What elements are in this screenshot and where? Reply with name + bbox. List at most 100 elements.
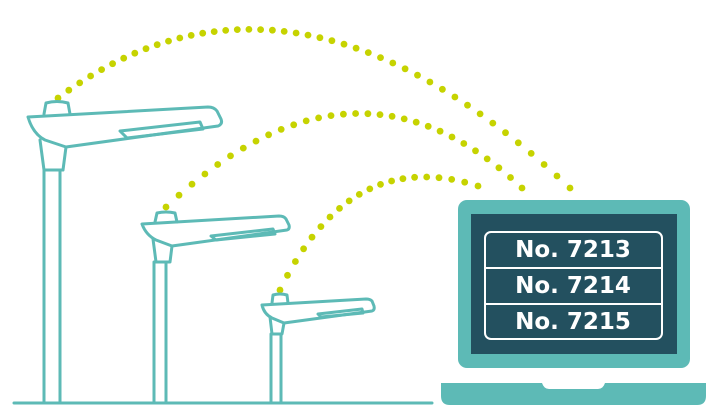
lamp-light-panel xyxy=(118,120,205,140)
signal-dot xyxy=(257,26,264,33)
signal-arc-medium xyxy=(162,110,526,211)
signal-dot xyxy=(245,26,253,33)
signal-dot xyxy=(352,44,360,52)
signal-dot xyxy=(364,110,372,118)
signal-dot xyxy=(388,177,395,185)
signal-dot xyxy=(175,191,183,199)
streetlight-medium xyxy=(140,210,291,404)
signal-dot xyxy=(389,59,397,67)
signal-dot xyxy=(214,161,222,168)
signal-dot xyxy=(210,28,218,35)
signal-dot xyxy=(269,26,276,34)
device-id-7213: No. 7213 xyxy=(515,237,631,263)
signal-dot xyxy=(364,49,372,56)
signal-dot xyxy=(377,181,384,188)
signal-dot xyxy=(489,119,497,127)
signal-dot xyxy=(265,131,272,139)
laptop: No. 7213 No. 7214 No. 7215 xyxy=(441,200,706,405)
signal-dot xyxy=(153,41,161,49)
signal-dot xyxy=(65,86,73,94)
signal-dot xyxy=(495,164,503,172)
signal-dot xyxy=(176,34,184,42)
streetlight-small xyxy=(260,292,376,404)
signal-dot xyxy=(199,29,207,37)
signal-dot xyxy=(412,118,420,126)
signal-dot xyxy=(476,110,484,118)
signal-dot xyxy=(120,54,128,62)
signal-dot xyxy=(366,185,374,193)
signal-dot xyxy=(377,54,384,61)
signal-dot xyxy=(317,223,325,231)
lamp-head xyxy=(140,214,291,248)
signal-dot xyxy=(326,213,334,221)
signal-dot xyxy=(553,172,561,180)
signal-dot xyxy=(162,203,170,211)
signal-dot xyxy=(514,139,522,147)
lamp-head xyxy=(26,105,224,149)
signal-dot xyxy=(276,286,284,294)
signal-dot xyxy=(165,37,172,45)
signal-dot xyxy=(87,72,94,80)
signal-dot xyxy=(304,31,312,39)
signal-dot xyxy=(302,117,310,125)
signal-dot xyxy=(336,205,343,212)
lamp-pole xyxy=(269,332,283,404)
lamp-neck xyxy=(268,315,286,336)
laptop-screen xyxy=(471,214,677,354)
signal-dot xyxy=(507,174,514,181)
signal-dot xyxy=(327,112,335,119)
signal-dot xyxy=(448,133,456,141)
signal-dot xyxy=(188,180,196,188)
signal-arcs xyxy=(54,26,574,294)
signal-dot xyxy=(76,79,84,87)
signal-dot xyxy=(400,115,408,123)
signal-dot xyxy=(328,37,336,45)
signal-dot xyxy=(399,175,407,183)
signal-dot xyxy=(142,45,150,53)
signal-dot xyxy=(280,28,288,35)
signal-dot xyxy=(54,94,62,102)
signal-dot xyxy=(109,60,116,68)
signal-dot xyxy=(527,150,535,157)
lamp-light-panel xyxy=(209,227,277,242)
lamp-sensor-cap xyxy=(153,210,179,224)
signal-dot xyxy=(222,27,230,34)
signal-dot xyxy=(460,140,468,147)
signal-dot xyxy=(352,110,359,117)
signal-dot xyxy=(252,137,260,145)
signal-dot xyxy=(435,174,443,182)
signal-dot xyxy=(401,65,409,73)
signal-dot xyxy=(315,114,322,122)
signal-dot xyxy=(345,197,353,205)
signal-dot xyxy=(424,122,432,130)
signal-dot xyxy=(308,233,316,241)
lamp-head xyxy=(260,297,376,325)
laptop-base xyxy=(441,383,706,405)
lamp-pole xyxy=(42,168,62,404)
streetlight-large xyxy=(26,100,224,404)
signal-dot xyxy=(518,184,526,192)
lamp-neck xyxy=(151,237,174,264)
lamp-sensor-cap xyxy=(270,292,290,305)
device-id-7215: No. 7215 xyxy=(515,309,631,335)
signal-dot xyxy=(502,129,509,137)
signal-dot xyxy=(355,191,363,198)
signal-dot xyxy=(300,245,307,253)
device-id-7214: No. 7214 xyxy=(515,273,631,299)
device-id-list: No. 7213 No. 7214 No. 7215 xyxy=(484,231,663,340)
signal-dot xyxy=(227,152,234,160)
signal-dot xyxy=(233,26,241,33)
signal-dot xyxy=(187,32,195,39)
signal-dot xyxy=(461,178,469,186)
signal-dot xyxy=(414,71,421,79)
lamp-pole xyxy=(152,260,168,404)
signal-arc-small xyxy=(276,173,482,294)
signal-dot xyxy=(340,110,347,118)
signal-arc-large xyxy=(54,26,574,192)
signal-dot xyxy=(316,34,324,42)
signal-dot xyxy=(540,161,548,168)
signal-dot xyxy=(340,40,348,48)
signal-dot xyxy=(472,147,479,155)
signal-dot xyxy=(277,125,285,133)
